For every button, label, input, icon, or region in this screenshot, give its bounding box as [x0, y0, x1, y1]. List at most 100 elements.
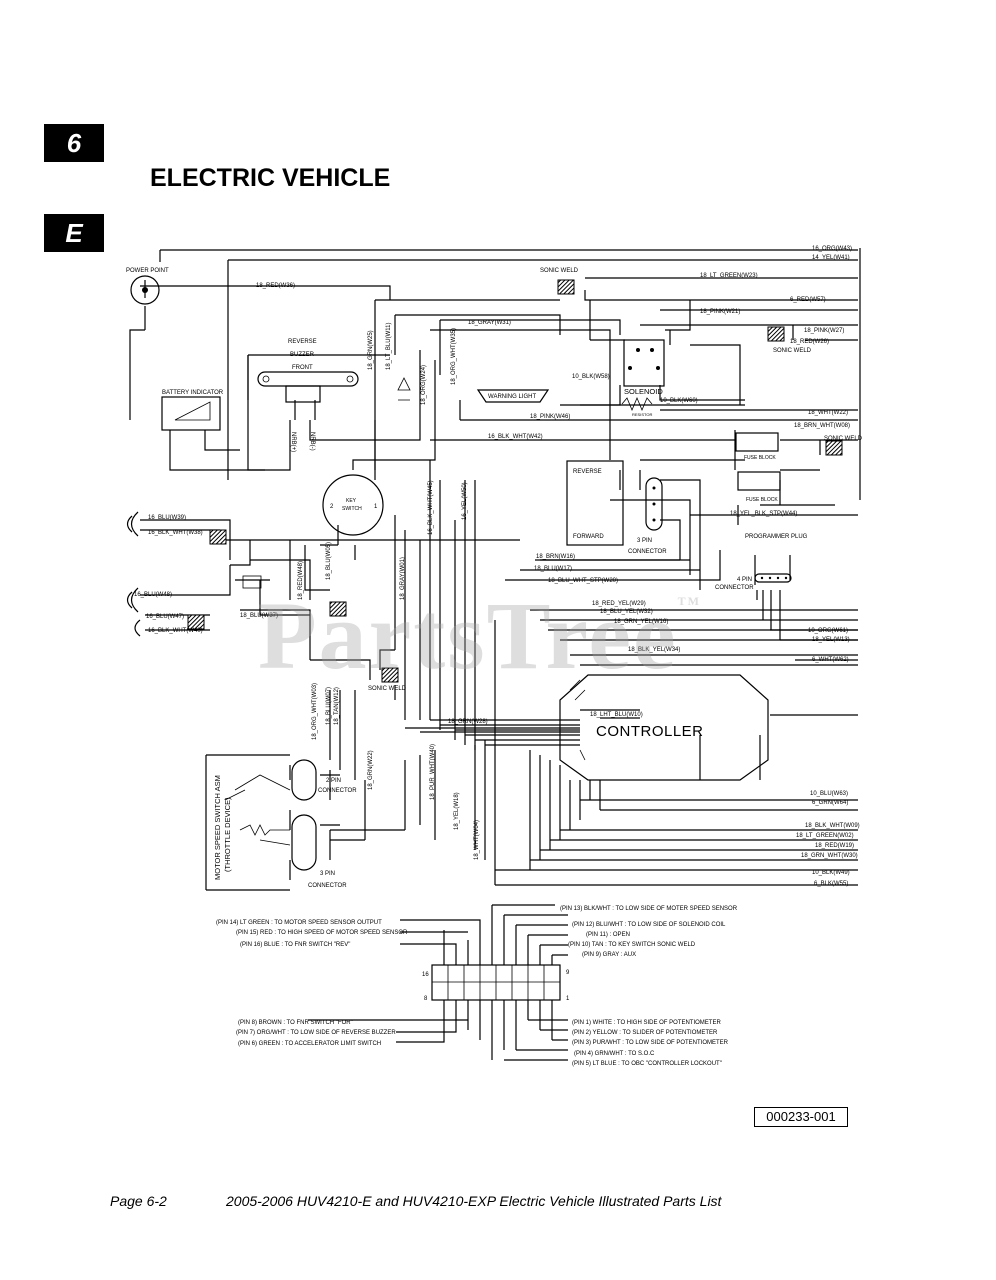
section-number: 6	[66, 127, 82, 158]
svg-text:2 PIN: 2 PIN	[326, 778, 341, 784]
svg-text:18_ORG_WHT(W03): 18_ORG_WHT(W03)	[312, 683, 318, 740]
key-switch: KEY SWITCH 2 1	[322, 474, 384, 536]
svg-text:18_PINK(W21): 18_PINK(W21)	[700, 309, 740, 315]
page-number: Page 6-2	[110, 1193, 167, 1209]
watermark-text: PartsTree	[258, 582, 678, 689]
vertical-wire-labels: 18_GRN(W25) 18_LT_BLU(W11) 18_ORG(W24) 1…	[298, 323, 480, 860]
svg-text:10_BLK(W60): 10_BLK(W60)	[660, 398, 698, 404]
svg-text:(PIN 14) LT GREEN : TO MOTOR: (PIN 14) LT GREEN : TO MOTOR SPEED SENSO…	[216, 920, 382, 926]
svg-text:18_RED(W36): 18_RED(W36)	[256, 283, 295, 289]
watermark: PartsTreeTM	[258, 580, 701, 691]
svg-text:2: 2	[330, 504, 334, 510]
svg-text:FRONT: FRONT	[292, 365, 313, 371]
svg-text:16_BLK_WHT(W40): 16_BLK_WHT(W40)	[148, 628, 203, 634]
svg-text:18_PINK(W27): 18_PINK(W27)	[804, 328, 844, 334]
svg-text:18_GRN_WHT(W30): 18_GRN_WHT(W30)	[801, 853, 858, 859]
fnr-switch: REVERSE FORWARD 3 PIN CONNECTOR	[566, 460, 667, 555]
page-title: ELECTRIC VEHICLE	[150, 164, 391, 192]
fuse-blocks: FUSE BLOCK FUSE BLOCK	[735, 432, 781, 503]
svg-text:18_RED_YEL(W29): 18_RED_YEL(W29)	[592, 601, 646, 607]
svg-text:18_BRN_WHT(W08): 18_BRN_WHT(W08)	[794, 423, 850, 429]
svg-text:18_GRAY(W01): 18_GRAY(W01)	[400, 557, 406, 600]
sonic-weld-mid	[329, 601, 347, 617]
svg-text:NRB(-): NRB(-)	[309, 432, 315, 451]
wire-network	[129, 248, 861, 891]
motor-speed-connectors: 2 PIN CONNECTOR 3 PIN CONNECTOR MOTOR SP…	[213, 759, 357, 889]
document-number: 000233-001	[754, 1107, 848, 1127]
svg-text:18_BLU(W17): 18_BLU(W17)	[534, 566, 572, 572]
svg-text:(PIN 1) WHITE : TO HIGH SIDE: (PIN 1) WHITE : TO HIGH SIDE OF POTENTIO…	[572, 1020, 721, 1026]
svg-text:18_WHT(W22): 18_WHT(W22)	[808, 410, 848, 416]
svg-text:9: 9	[566, 970, 570, 976]
svg-text:18_YEL_BLK_STP(W44): 18_YEL_BLK_STP(W44)	[730, 511, 797, 517]
controller-pinout: 16 8 9 1 (PIN 14) LT GREEN : TO MOTOR SP…	[216, 904, 738, 1067]
svg-text:18_PUR_WHT(W40): 18_PUR_WHT(W40)	[430, 744, 436, 800]
svg-text:6_RED(W57): 6_RED(W57)	[790, 297, 826, 303]
svg-text:18_BLK_WHT(W09): 18_BLK_WHT(W09)	[805, 823, 860, 829]
svg-text:18_GRAY(W31): 18_GRAY(W31)	[468, 320, 511, 326]
svg-text:(PIN 11) : OPEN: (PIN 11) : OPEN	[586, 932, 630, 938]
svg-text:18_RED(W48): 18_RED(W48)	[298, 561, 304, 600]
svg-text:18_RED(W26): 18_RED(W26)	[790, 339, 829, 345]
svg-text:(PIN 10) TAN : TO KEY SWITCH: (PIN 10) TAN : TO KEY SWITCH SONIC WELD	[568, 942, 696, 948]
svg-text:CONNECTOR: CONNECTOR	[308, 883, 347, 889]
svg-text:18_LT_BLU(W11): 18_LT_BLU(W11)	[386, 323, 392, 370]
svg-text:18_BLK_YEL(W34): 18_BLK_YEL(W34)	[628, 647, 680, 653]
svg-text:18_YEL(W18): 18_YEL(W18)	[454, 792, 460, 830]
svg-text:10_BLK(W58): 10_BLK(W58)	[572, 374, 610, 380]
svg-text:1: 1	[374, 504, 378, 510]
svg-text:CONNECTOR: CONNECTOR	[715, 585, 754, 591]
svg-text:16: 16	[422, 972, 429, 978]
sonic-weld-lower	[381, 667, 399, 683]
svg-text:18_GRN(W28): 18_GRN(W28)	[448, 719, 488, 725]
svg-text:16_BLK_WHT(W42): 16_BLK_WHT(W42)	[488, 434, 543, 440]
svg-text:14_YEL(W41): 14_YEL(W41)	[812, 255, 850, 261]
power-point-label: POWER POINT	[126, 268, 169, 274]
svg-text:10_ORG(W61): 10_ORG(W61)	[808, 628, 848, 634]
section-letter: E	[65, 217, 83, 248]
svg-text:16_BLK_WHT(W38): 16_BLK_WHT(W38)	[148, 530, 203, 536]
svg-text:FUSE BLOCK: FUSE BLOCK	[746, 497, 778, 503]
controller-label: CONTROLLER	[596, 723, 704, 740]
svg-text:BUZZER: BUZZER	[290, 352, 315, 358]
svg-text:18_WHT(W04): 18_WHT(W04)	[474, 820, 480, 860]
solenoid-label: SOLENOID	[624, 387, 663, 396]
svg-text:16_BLU(W47): 16_BLU(W47)	[146, 614, 184, 620]
svg-text:4 PIN: 4 PIN	[737, 577, 752, 583]
svg-text:18_BLU(W37): 18_BLU(W37)	[240, 613, 278, 619]
svg-text:8: 8	[424, 996, 428, 1002]
warning-light-label: WARNING LIGHT	[488, 394, 536, 400]
svg-text:18_GRN_YEL(W16): 18_GRN_YEL(W16)	[614, 619, 668, 625]
svg-text:(PIN 16) BLUE : TO FNR SWITC: (PIN 16) BLUE : TO FNR SWITCH "REV"	[240, 942, 350, 948]
svg-text:(PIN 13) BLK/WHT : TO LOW SI: (PIN 13) BLK/WHT : TO LOW SIDE OF MOTER …	[560, 906, 738, 912]
sonic-weld-speaker-top	[209, 529, 227, 545]
svg-text:CONNECTOR: CONNECTOR	[628, 549, 667, 555]
svg-text:3 PIN: 3 PIN	[320, 871, 335, 877]
svg-text:FUSE BLOCK: FUSE BLOCK	[744, 455, 776, 461]
svg-text:18_BLU_WHT_STP(W20): 18_BLU_WHT_STP(W20)	[548, 578, 618, 584]
svg-text:6_WHT(W62): 6_WHT(W62)	[812, 657, 849, 663]
reverse-buzzer: REVERSE BUZZER FRONT NRB(+) NRB(-)	[257, 339, 359, 452]
inner-wire-labels: 18_RED(W36) 18_GRAY(W31) 10_BLK(W58) 10_…	[134, 283, 698, 725]
svg-text:MOTOR SPEED SWITCH ASM: MOTOR SPEED SWITCH ASM	[213, 775, 222, 880]
speakers	[126, 511, 262, 637]
sonic-weld-label-top: SONIC WELD	[540, 268, 579, 274]
svg-text:18_ORG_WHT(W35): 18_ORG_WHT(W35)	[451, 328, 457, 385]
footer-title: 2005-2006 HUV4210-E and HUV4210-EXP Elec…	[226, 1193, 722, 1209]
svg-text:10_BLK(W49): 10_BLK(W49)	[812, 870, 850, 876]
svg-text:1: 1	[566, 996, 570, 1002]
sonic-weld-label-lower: SONIC WELD	[368, 686, 407, 692]
svg-text:18_PINK(W46): 18_PINK(W46)	[530, 414, 570, 420]
svg-text:(PIN 12) BLU/WHT : TO LOW SI: (PIN 12) BLU/WHT : TO LOW SIDE OF SOLENO…	[572, 922, 726, 928]
svg-text:16_BLU(W48): 16_BLU(W48)	[134, 592, 172, 598]
svg-text:18_TAN(W12): 18_TAN(W12)	[334, 687, 340, 725]
svg-text:10_BLU(W63): 10_BLU(W63)	[810, 791, 848, 797]
solenoid: SOLENOID RESISTOR	[621, 339, 665, 417]
controller: CONTROLLER	[559, 674, 769, 781]
svg-text:18_YEL(W13): 18_YEL(W13)	[812, 637, 850, 643]
svg-text:16_BLK_WHT(W45): 16_BLK_WHT(W45)	[428, 480, 434, 535]
svg-text:18_LT_GREEN(W23): 18_LT_GREEN(W23)	[700, 273, 758, 279]
svg-text:RESISTOR: RESISTOR	[632, 412, 652, 417]
svg-text:16_YEL(W50): 16_YEL(W50)	[462, 482, 468, 520]
